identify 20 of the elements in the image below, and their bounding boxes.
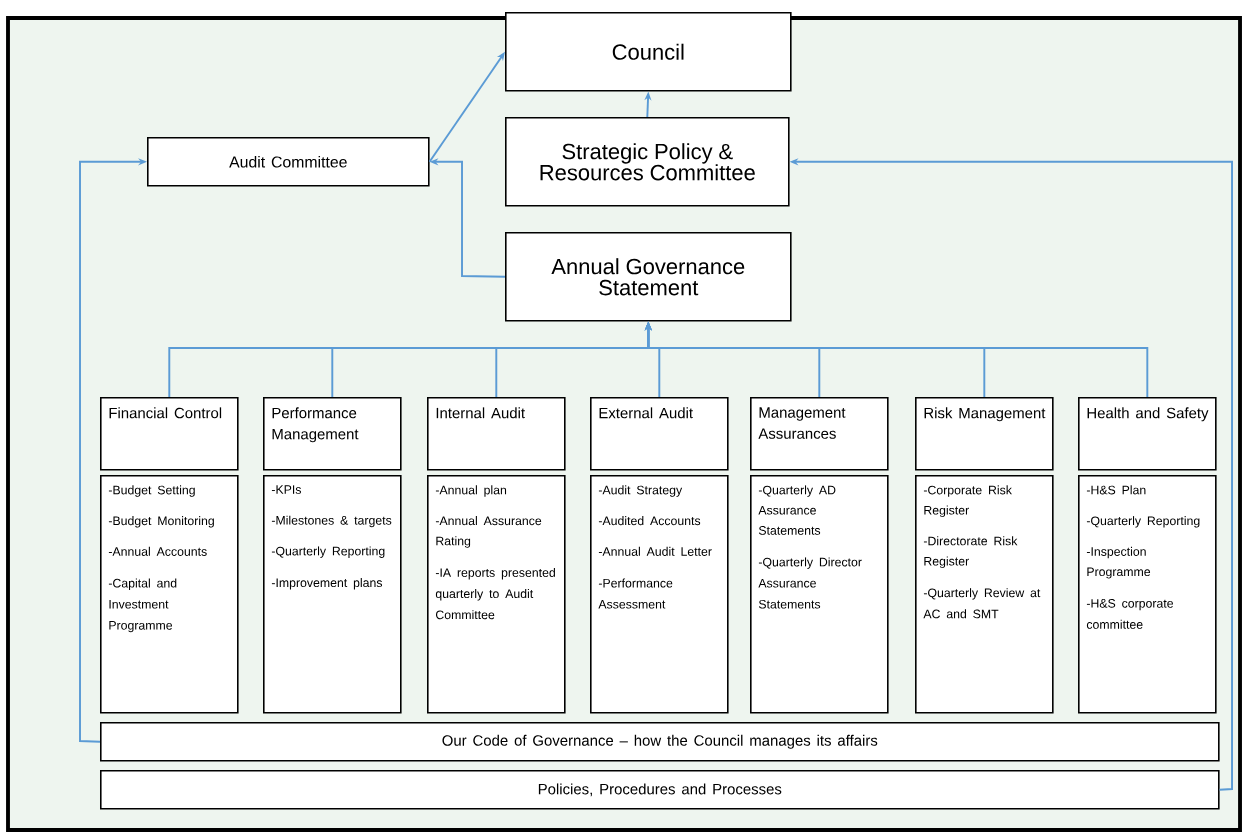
detail-box: -H&S Plan -Quarterly Reporting -Inspection Programme -H&S corporate committee xyxy=(1078,475,1217,714)
detail-box: -Annual plan -Annual Assurance Rating -IA reports presented quarterly to Audit Committee xyxy=(427,475,566,714)
foundation-band: Policies, Procedures and Processes xyxy=(100,770,1220,810)
detail-box: -Audit Strategy -Audited Accounts -Annual Audit Letter -Performance Assessment xyxy=(590,475,729,714)
process-box: Annual Governance Statement xyxy=(505,232,792,322)
category-box: Management Assurances xyxy=(750,397,889,471)
detail-box: -KPIs -Milestones & targets -Quarterly Reporting -Improvement plans xyxy=(263,475,402,714)
category-box: Health and Safety xyxy=(1078,397,1217,471)
category-box: External Audit xyxy=(590,397,729,471)
detail-box: -Quarterly AD Assurance Statements -Quarterly Director Assurance Statements xyxy=(750,475,889,714)
detail-box: -Corporate Risk Register -Directorate Risk Register -Quarterly Review at AC and SMT xyxy=(915,475,1054,714)
process-box: Council xyxy=(505,12,792,92)
foundation-band: Our Code of Governance – how the Council manages its affairs xyxy=(100,722,1220,762)
process-box: Strategic Policy & Resources Committee xyxy=(505,117,790,207)
detail-box: -Budget Setting -Budget Monitoring -Annual Accounts -Capital and Investment Programme xyxy=(100,475,239,714)
process-box: Audit Committee xyxy=(147,137,430,187)
category-box: Performance Management xyxy=(263,397,402,471)
category-box: Financial Control xyxy=(100,397,239,471)
category-box: Risk Management xyxy=(915,397,1054,471)
category-box: Internal Audit xyxy=(427,397,566,471)
